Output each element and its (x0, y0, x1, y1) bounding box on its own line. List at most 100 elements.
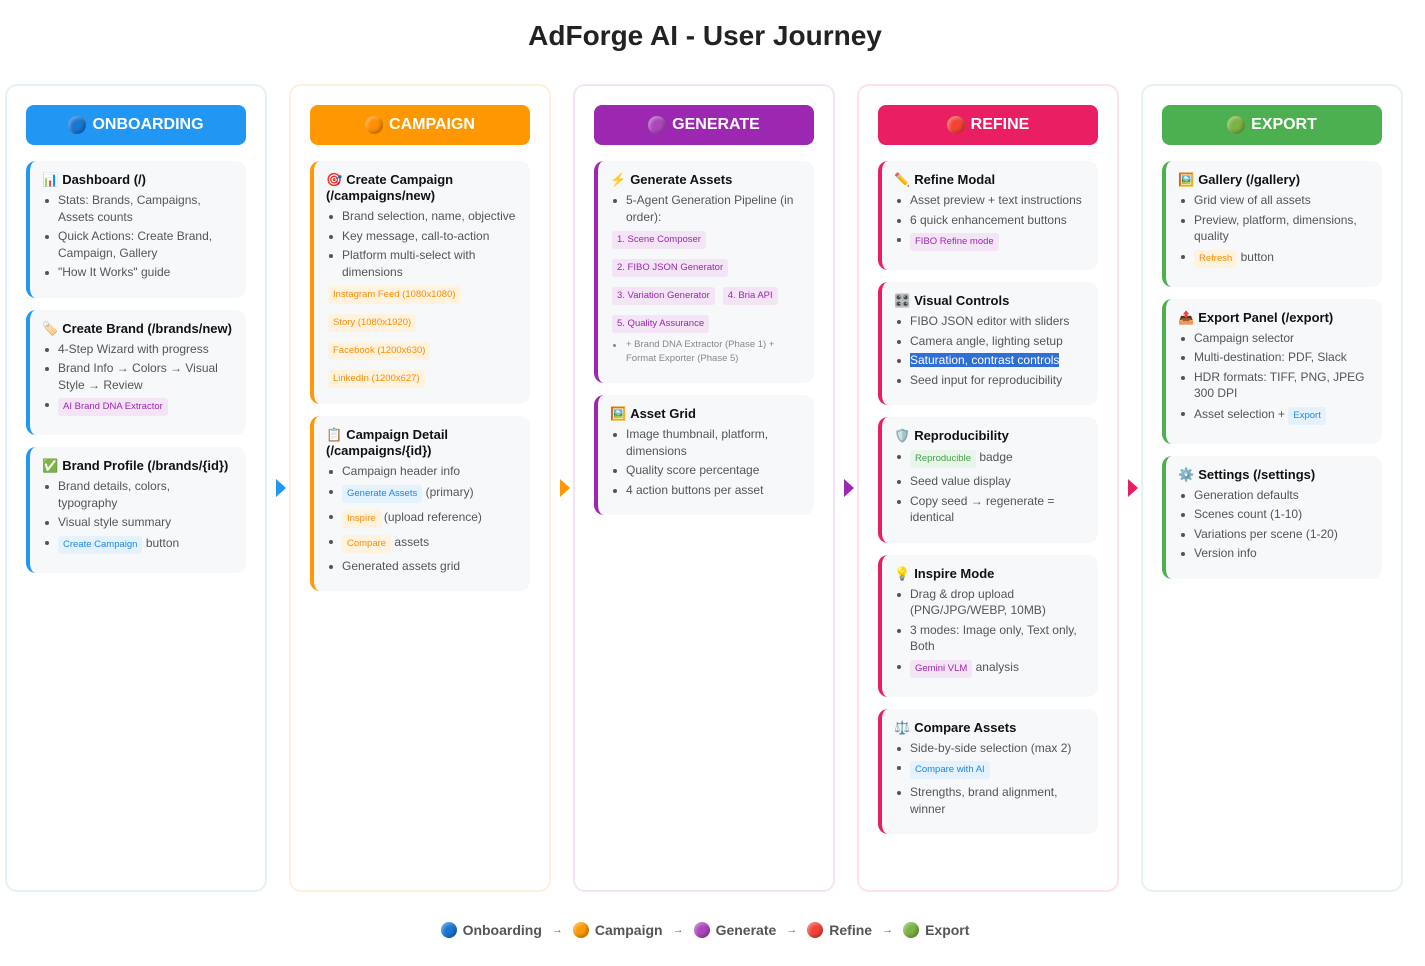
list-item: AI Brand DNA Extractor (42, 396, 232, 418)
list-item: Copy seed → regenerate = identical (894, 493, 1084, 526)
list-item: Campaign header info (326, 463, 516, 480)
page-card[interactable]: 🖼️Gallery (/gallery)Grid view of all ass… (1162, 161, 1382, 287)
tag-row: 2. FIBO JSON Generator (612, 257, 729, 279)
list-item: Compare assets (326, 533, 516, 555)
feature-badge[interactable]: Refresh (1194, 249, 1238, 268)
feature-badge[interactable]: Reproducible (910, 450, 976, 468)
page-card[interactable]: ⚙️Settings (/settings)Generation default… (1162, 455, 1382, 579)
item-text: Asset preview + text instructions (910, 193, 1082, 207)
page-card[interactable]: ✅Brand Profile (/brands/{id})Brand detai… (26, 447, 246, 573)
list-item: Campaign selector (1178, 330, 1368, 347)
list-item: Platform multi-select with dimensions (326, 247, 516, 280)
item-text: Brand details, colors, typography (58, 479, 171, 510)
list-item: Refresh button (1178, 248, 1368, 270)
list-item: Create Campaign button (42, 534, 232, 556)
list-item: 4 action buttons per asset (610, 482, 800, 499)
item-text: badge (979, 450, 1013, 464)
legend-dot-icon (693, 922, 710, 938)
flow-arrow-icon (560, 479, 570, 497)
list-item: Image thumbnail, platform, dimensions (610, 426, 800, 459)
phase-header-generate: GENERATE (594, 105, 814, 145)
item-text: Campaign header info (342, 464, 461, 478)
card-title: 🏷️Create Brand (/brands/new) (42, 321, 232, 337)
phase-column-onboarding: ONBOARDING 📊Dashboard (/)Stats: Brands, C… (5, 84, 267, 892)
card-title-text: Asset Grid (630, 406, 696, 421)
phase-dot-icon (1227, 116, 1246, 134)
page-card[interactable]: 🏷️Create Brand (/brands/new)4-Step Wizar… (26, 309, 246, 435)
card-title: 🎛️Visual Controls (894, 293, 1084, 309)
card-title-text: Export Panel (/export) (1198, 309, 1334, 325)
phase-column-campaign: CAMPAIGN🎯Create Campaign (/campaigns/new… (289, 84, 551, 892)
card-title-text: Generate Assets (630, 172, 733, 187)
feature-badge[interactable]: Create Campaign (58, 535, 143, 554)
page-card[interactable]: 📋Campaign Detail (/campaigns/{id})Campai… (310, 416, 530, 591)
phase-dot-icon (648, 116, 667, 134)
page-card[interactable]: 📊Dashboard (/)Stats: Brands, Campaigns, … (26, 161, 246, 298)
platform-tag: Facebook (1200x630) (328, 342, 431, 360)
legend-dot-icon (440, 922, 457, 938)
item-text: Version info (1194, 546, 1257, 560)
pipeline-tag: 5. Quality Assurance (612, 315, 710, 333)
list-item: Strengths, brand alignment, winner (894, 784, 1084, 817)
list-item: Compare with AI (894, 759, 1084, 781)
item-text: FIBO JSON editor with sliders (910, 314, 1070, 328)
feature-badge[interactable]: AI Brand DNA Extractor (58, 398, 168, 416)
legend-dot-icon (807, 922, 824, 938)
feature-list: 5-Agent Generation Pipeline (in order):1… (610, 192, 800, 366)
phase-label: EXPORT (1251, 116, 1317, 133)
feature-badge[interactable]: Compare with AI (910, 761, 990, 779)
card-title-text: Create Brand (/brands/new) (62, 320, 232, 336)
arrow-separator: → (786, 924, 798, 936)
page-card[interactable]: 📤Export Panel (/export) Campaign selector… (1162, 298, 1382, 444)
item-text: Image thumbnail, platform, dimensions (626, 427, 769, 458)
phase-legend: Onboarding→Campaign→Generate→Refine→Expo… (0, 922, 1410, 938)
phase-label: ONBOARDING (92, 116, 204, 133)
feature-badge[interactable]: Export (1288, 406, 1326, 425)
phase-header-refine: REFINE (878, 105, 1098, 145)
list-item: "How It Works" guide (42, 264, 232, 281)
arrow-separator: → (551, 924, 563, 936)
item-text: Grid view of all assets (1194, 193, 1311, 207)
item-text: 3 modes: Image only, Text only, Both (910, 622, 1077, 654)
card-title-text: Inspire Mode (914, 565, 995, 581)
item-text: 5-Agent Generation Pipeline (in order): (626, 193, 794, 224)
item-text: Visual style summary (58, 515, 172, 529)
item-text: "How It Works" guide (58, 265, 171, 279)
tag-row: 5. Quality Assurance (612, 313, 710, 335)
feature-badge[interactable]: Gemini VLM (910, 659, 973, 678)
card-title: 📊Dashboard (/) (42, 172, 232, 188)
list-item: Quality score percentage (610, 462, 800, 479)
item-text: Seed value display (910, 474, 1011, 488)
list-item: Preview, platform, dimensions, quality (1178, 212, 1368, 245)
item-text: Copy seed → regenerate = identical (910, 493, 1055, 525)
phase-dot-icon (365, 116, 384, 134)
phase-label: REFINE (970, 116, 1030, 133)
feature-badge[interactable]: Compare (342, 534, 392, 553)
feature-badge[interactable]: Inspire (342, 509, 381, 528)
phase-dot-icon (68, 116, 87, 134)
card-title-text: Settings (/settings) (1198, 466, 1316, 482)
feature-badge[interactable]: FIBO Refine mode (910, 233, 999, 251)
outbox-icon: 📤 (1178, 309, 1195, 325)
list-item: Seed value display (894, 473, 1084, 490)
item-text: button (145, 535, 180, 550)
list-item: Brand details, colors, typography (42, 478, 232, 511)
list-item: 3 modes: Image only, Text only, Both (894, 622, 1084, 655)
feature-badge[interactable]: Generate Assets (342, 484, 423, 503)
card-title: 🖼️Asset Grid (610, 406, 800, 422)
item-text: Strengths, brand alignment, winner (910, 785, 1058, 816)
note-text: + Brand DNA Extractor (Phase 1) + Format… (626, 339, 775, 364)
page-card[interactable]: 🎯Create Campaign (/campaigns/new)Brand s… (310, 161, 530, 404)
